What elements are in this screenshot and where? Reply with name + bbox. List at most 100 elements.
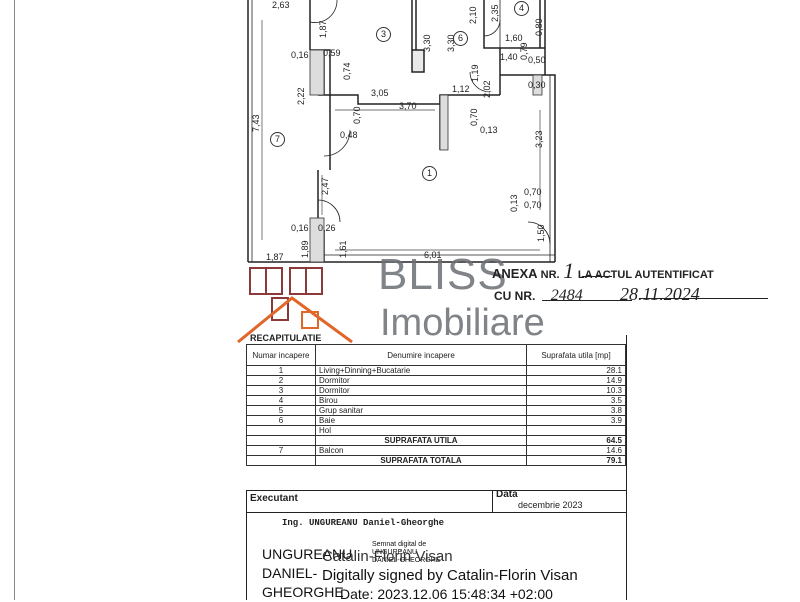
dim-label: 0,30 [528,80,546,90]
dim-label: 0,59 [323,48,341,58]
dim-label: 0,74 [342,62,352,80]
row-name: Dormitor [315,385,527,396]
row-area: 3.5 [526,395,626,406]
dim-label: 3,70 [399,101,417,111]
logo-subtitle: Imobiliare [380,302,545,344]
dim-label: 1,50 [536,224,546,242]
footer-mid-line [246,512,626,513]
dim-label: 0,70 [524,200,542,210]
row-name: Dormitor [315,375,527,386]
data-label: Data [496,489,518,500]
dim-label: 1,87 [266,252,284,262]
table-header-row: Numar incapere Denumire incapere Suprafa… [246,344,626,366]
row-area: 14.9 [526,375,626,386]
annex-act-number: 2484 [550,287,583,304]
recap-title: RECAPITULATIE [250,333,322,343]
footer-divider [492,490,493,512]
executant-label: Executant [250,493,298,504]
annex-prefix: ANEXA [492,266,538,281]
signer-catalin: Catalin-Florin Visan [322,548,453,565]
annex-date-underline [640,298,768,299]
row-name: Birou [315,395,527,406]
dim-label: 3,30 [422,34,432,52]
dim-label: 1,12 [452,84,470,94]
row-area: 14.6 [526,445,626,456]
row-area: 3.8 [526,405,626,416]
dim-label: 2,02 [482,80,492,98]
engineer-name: Ing. UNGUREANU Daniel-Gheorghe [282,518,445,528]
dim-label: 0,13 [509,194,519,212]
annex-line-2: CU NR. 2484 28.11.2024 [494,284,700,305]
page-left-border [14,0,15,600]
dim-label: 7,43 [251,114,261,132]
row-area [526,425,626,436]
dim-label: 0,70 [469,108,479,126]
annex-nr-label: NR. [540,269,560,281]
row-area: 28.1 [526,365,626,376]
total-spacer [246,455,316,466]
dim-label: 0,26 [318,223,336,233]
row-nr: 5 [246,405,316,416]
dim-label: 3,05 [371,88,389,98]
logo-house-icon [237,267,353,344]
row-nr: 6 [246,415,316,426]
dim-label: 2,63 [272,0,290,10]
dim-label: 1,19 [470,64,480,82]
dim-label: 1,60 [505,33,523,43]
dim-label: 0,50 [528,55,546,65]
room-number: 3 [376,27,391,42]
frame-right-border [626,335,627,600]
signer-name-line-2: DANIEL- [262,565,318,581]
room-number: 7 [270,132,285,147]
row-name: Balcon [315,445,527,456]
dim-label: 1,87 [318,20,328,38]
digital-signature-text: Digitally signed by Catalin-Florin Visan [322,567,578,584]
room-number: 6 [453,31,468,46]
dim-label: 0,70 [352,106,362,124]
room-number: 1 [422,166,437,181]
dim-label: 0,16 [291,223,309,233]
annex-underline [582,276,612,277]
util-spacer [246,435,316,446]
dim-label: 0,48 [340,130,358,140]
row-name: Living+Dinning+Bucatarie [315,365,527,376]
util-label: SUPRAFATA UTILA [315,435,527,446]
dim-label: 1,40 [500,52,518,62]
annex-line-1: ANEXA NR. 1 LA ACTUL AUTENTIFICAT [492,258,714,284]
dim-label: 2,10 [468,6,478,24]
annex-nr-underline [542,300,632,301]
col-header-nr: Numar incapere [246,344,316,366]
total-value: 79.1 [526,455,626,466]
row-nr: 3 [246,385,316,396]
signer-name-line-3: GHEORGHE [262,584,344,600]
logo-brand: BLISS [378,250,508,299]
row-nr [246,425,316,436]
dim-label: 2,35 [490,4,500,22]
room-number: 4 [514,1,529,16]
footer-left-border [246,490,247,600]
row-name: Grup sanitar [315,405,527,416]
recap-table: Numar incapere Denumire incapere Suprafa… [246,344,626,466]
signer-name-line-1: UNGUREANU [262,546,353,562]
total-label: SUPRAFATA TOTALA [315,455,527,466]
annex-cu-nr-label: CU NR. [494,289,536,303]
dim-label: 2,47 [320,177,330,195]
signer-small-text: Semnat digital de UNGUREANU DANIEL-GHEOR… [372,541,441,564]
row-name: Hol [315,425,527,436]
annex-date: 28.11.2024 [620,284,700,304]
row-area: 3.9 [526,415,626,426]
row-nr: 1 [246,365,316,376]
dim-label: 0,13 [480,125,498,135]
annex-suffix: LA ACTUL AUTENTIFICAT [577,269,714,281]
row-area: 10.3 [526,385,626,396]
row-nr: 2 [246,375,316,386]
